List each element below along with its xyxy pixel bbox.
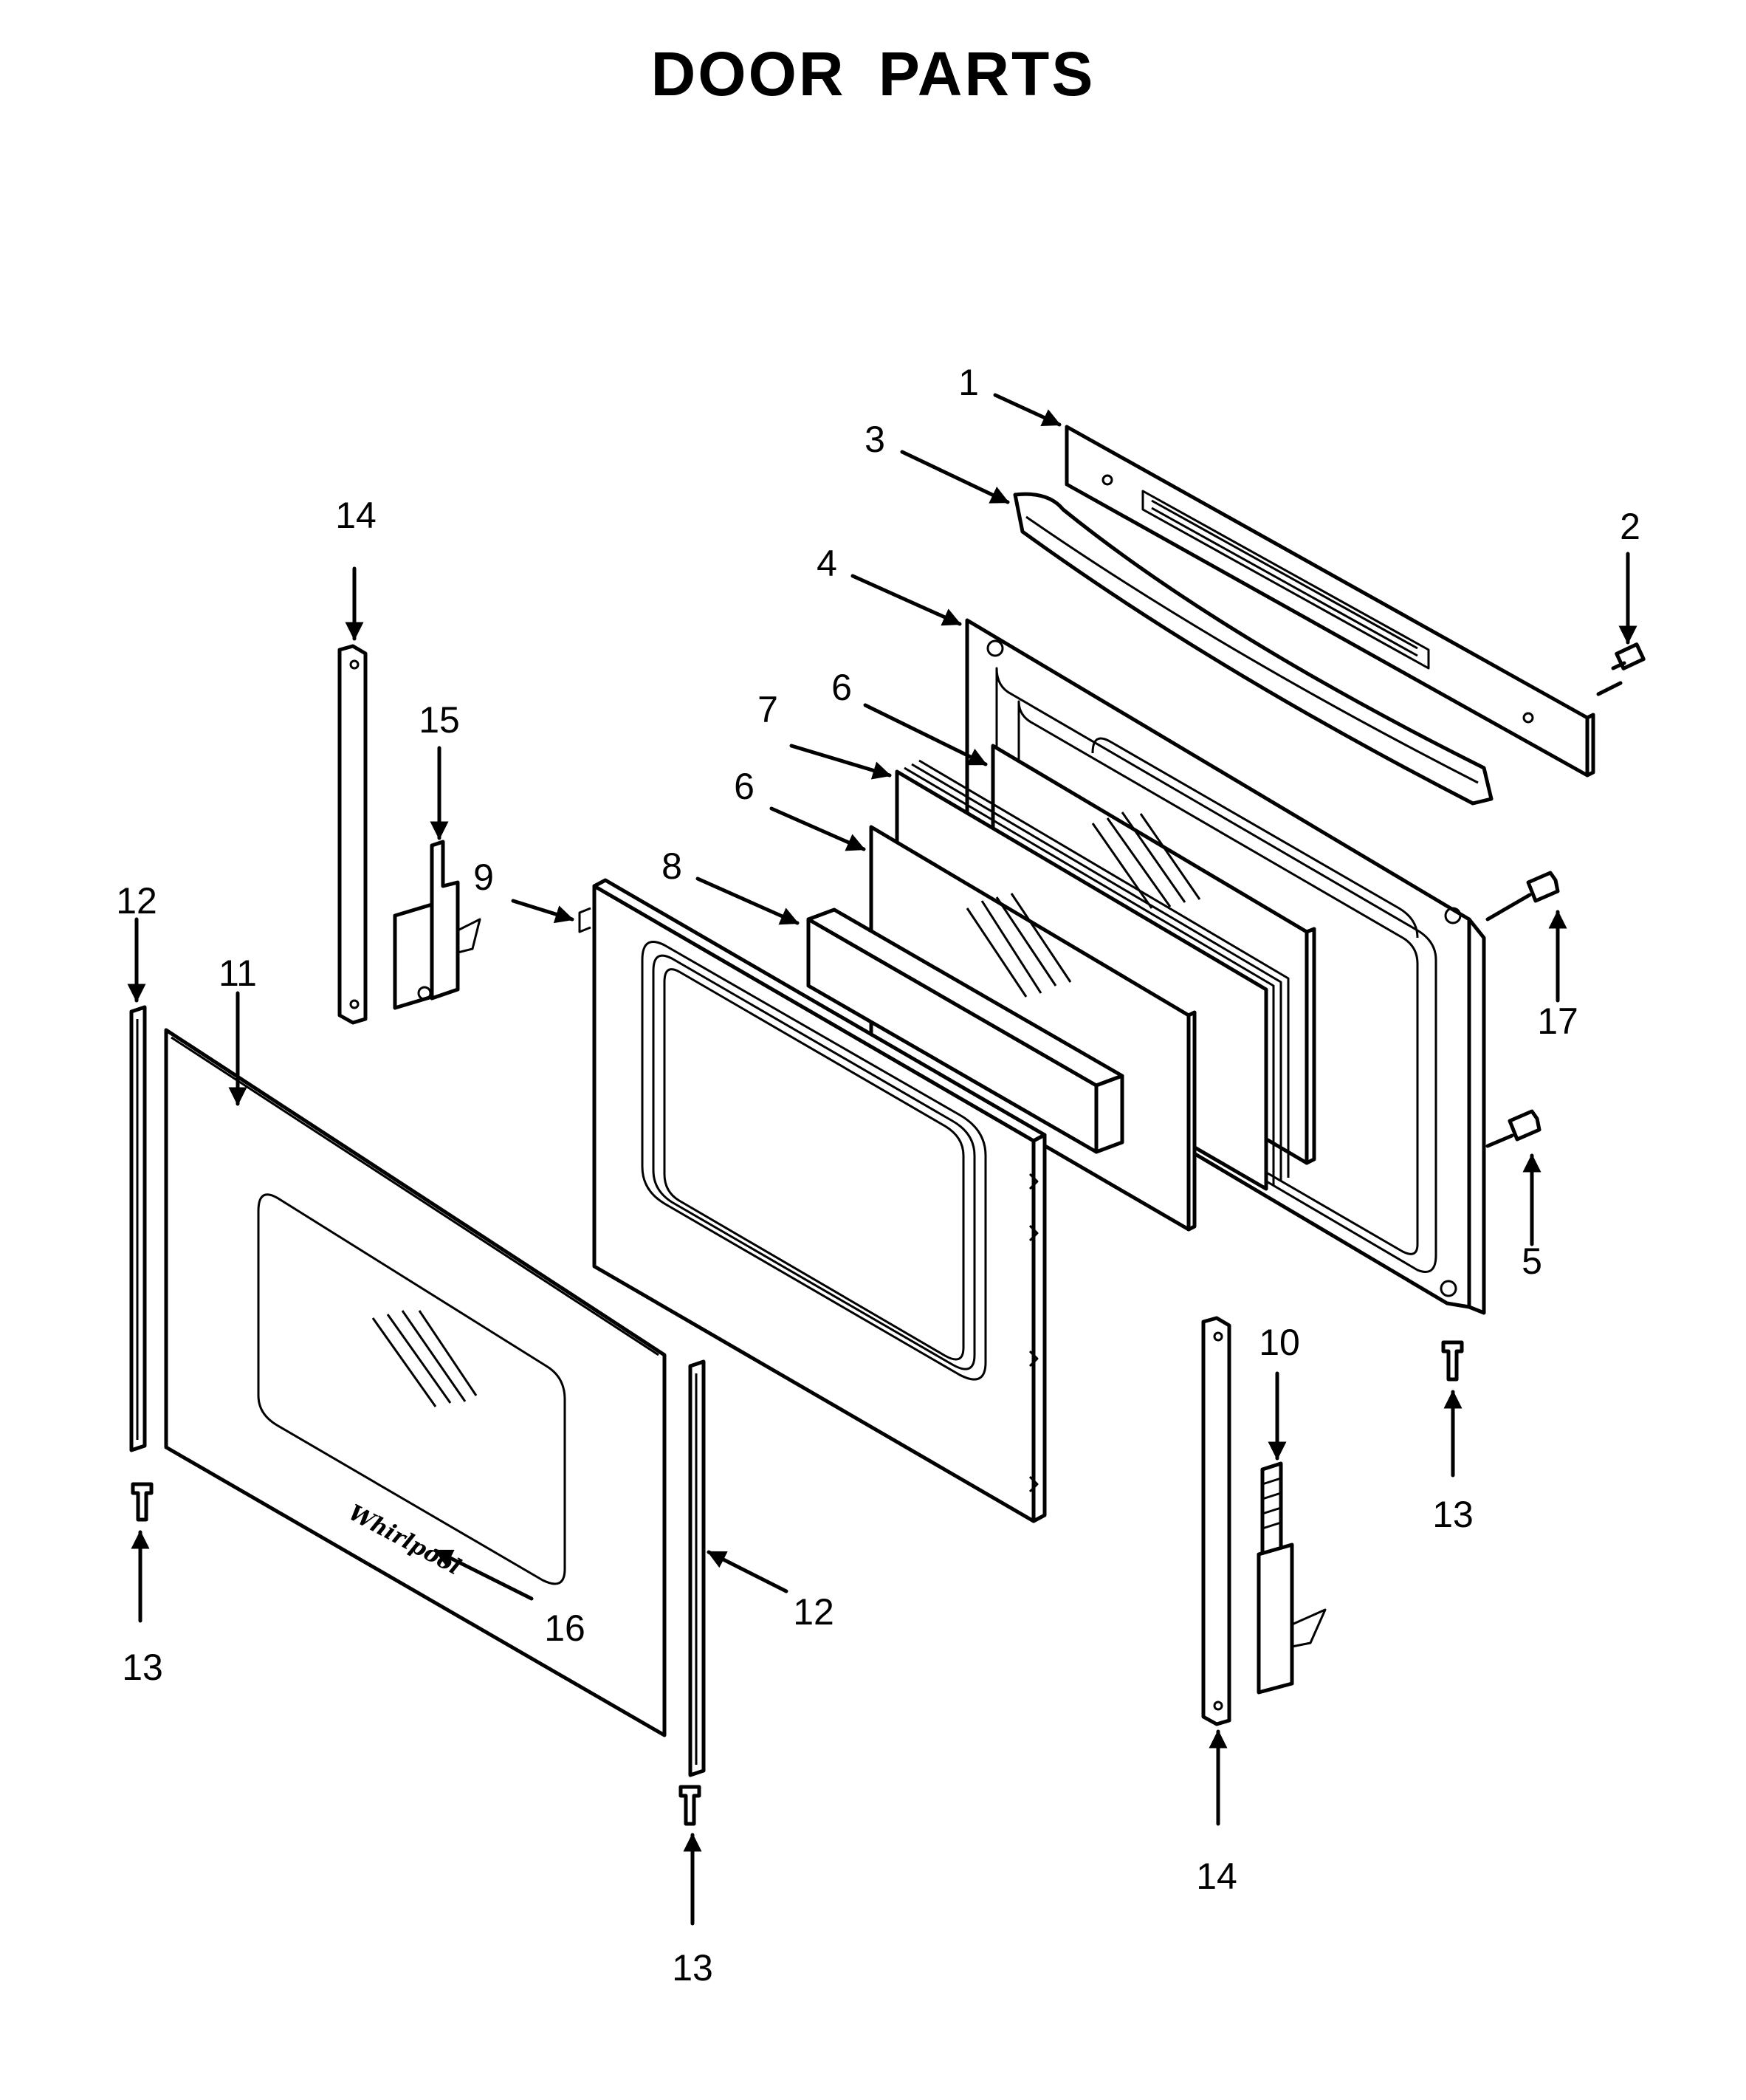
part-13-screw-right[interactable] bbox=[1441, 1340, 1464, 1382]
callout-4: 4 bbox=[817, 543, 837, 584]
part-10-hinge-right[interactable] bbox=[1257, 1461, 1327, 1695]
part-3-handle[interactable] bbox=[1013, 492, 1494, 806]
part-17-screw[interactable] bbox=[1485, 871, 1560, 922]
callout-6-upper: 6 bbox=[831, 667, 852, 708]
callout-2: 2 bbox=[1620, 506, 1640, 547]
part-14-hinge-receiver-right[interactable] bbox=[1201, 1316, 1231, 1726]
callout-15: 15 bbox=[419, 699, 460, 741]
callout-1: 1 bbox=[958, 362, 979, 403]
part-15-hinge-left[interactable] bbox=[393, 840, 481, 1010]
part-12-side-trim-left[interactable] bbox=[129, 1005, 147, 1452]
part-12-side-trim-right[interactable] bbox=[688, 1359, 706, 1777]
diagram-title: DOOR PARTS bbox=[650, 39, 1096, 109]
callout-16: 16 bbox=[544, 1607, 585, 1649]
callout-8: 8 bbox=[661, 845, 682, 887]
callout-3: 3 bbox=[865, 419, 885, 460]
part-2-screw[interactable] bbox=[1596, 642, 1646, 696]
part-11-outer-door[interactable] bbox=[164, 1028, 667, 1737]
part-8-insulation[interactable] bbox=[806, 907, 1124, 1154]
callout-17: 17 bbox=[1537, 1001, 1578, 1042]
callout-13-left: 13 bbox=[122, 1647, 163, 1688]
callout-11: 11 bbox=[219, 953, 257, 994]
part-14-hinge-receiver-left[interactable] bbox=[337, 644, 368, 1025]
part-13-screw-middle[interactable] bbox=[678, 1785, 701, 1826]
callout-14-left: 14 bbox=[335, 495, 377, 536]
part-5-screw[interactable] bbox=[1485, 1109, 1542, 1148]
callout-arrows bbox=[127, 393, 1637, 1926]
callout-12-left: 12 bbox=[116, 880, 157, 922]
callout-9: 9 bbox=[473, 857, 494, 898]
callout-14-right: 14 bbox=[1196, 1856, 1237, 1897]
part-9-door-frame[interactable] bbox=[578, 878, 1047, 1523]
callout-6-lower: 6 bbox=[734, 766, 755, 807]
callout-13-right: 13 bbox=[1432, 1494, 1474, 1535]
callout-5: 5 bbox=[1522, 1241, 1542, 1282]
part-13-screw-left[interactable] bbox=[131, 1482, 154, 1522]
part-1-panel[interactable] bbox=[1065, 425, 1595, 778]
callout-13-middle: 13 bbox=[672, 1947, 713, 1989]
callout-7: 7 bbox=[757, 689, 778, 730]
callout-10: 10 bbox=[1259, 1322, 1300, 1363]
callout-12-right: 12 bbox=[793, 1591, 834, 1633]
